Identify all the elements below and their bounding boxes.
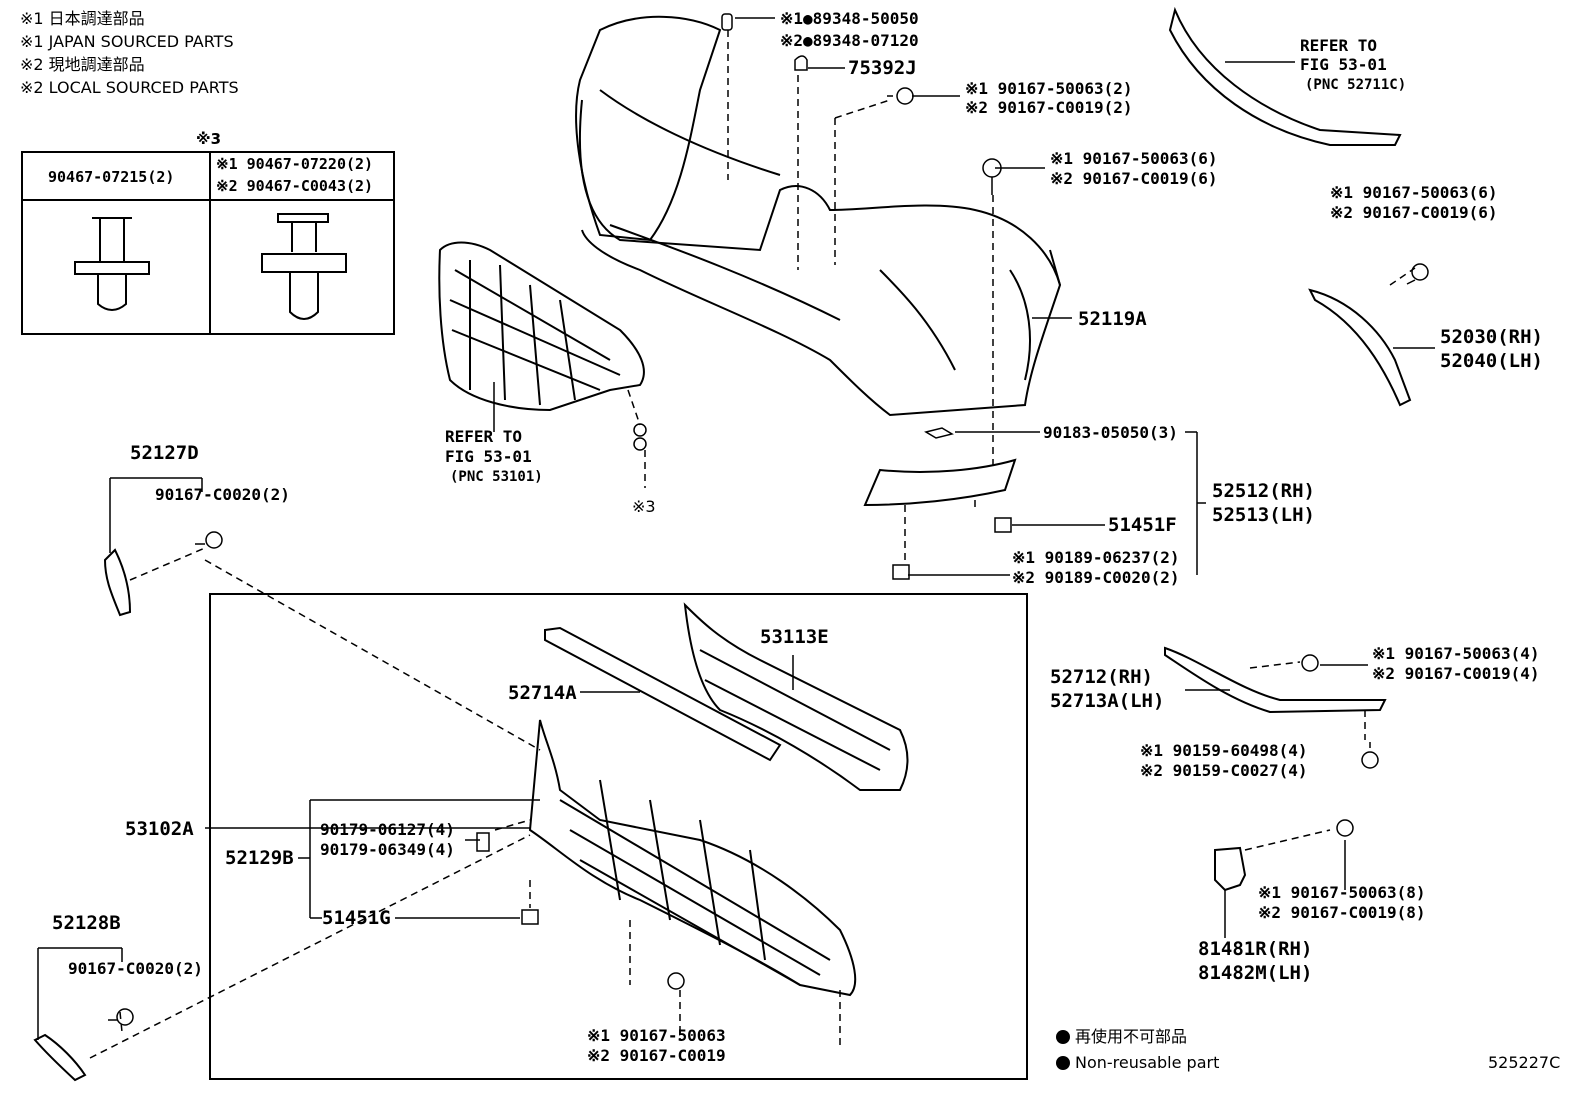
sensor-bracket-81481r (1214, 846, 1247, 892)
label-53102a: 53102A (125, 818, 194, 840)
bullet-icon (1056, 1056, 1070, 1070)
assembly-lines (89, 30, 1416, 1059)
garnish-52712 (1164, 646, 1387, 714)
note-local-jp: ※2 現地調達部品 (20, 55, 145, 74)
label-90189-1: ※1 90189-06237(2) (1012, 548, 1180, 567)
table-col2-line2: ※2 90467-C0043(2) (216, 177, 374, 195)
label-81482m: 81482M(LH) (1198, 962, 1313, 984)
fasteners (108, 13, 1429, 1026)
label-53113e: 53113E (760, 626, 829, 648)
label-52712: 52712(RH) (1050, 666, 1153, 688)
label-90179-2: 90179-06349(4) (320, 840, 455, 859)
legend-nonreusable-jp: 再使用不可部品 (1075, 1027, 1188, 1046)
lower-grille-53102a (528, 719, 857, 997)
label-52040: 52040(LH) (1440, 350, 1543, 372)
molding-52714a (544, 626, 782, 762)
legend-nonreusable-en: Non-reusable part (1075, 1053, 1220, 1072)
label-90179-1: 90179-06127(4) (320, 820, 455, 839)
note-japan-jp: ※1 日本調達部品 (20, 9, 145, 28)
label-bolt-garnish-1: ※1 90167-50063(4) (1372, 644, 1540, 663)
label-81481r: 81481R(RH) (1198, 938, 1313, 960)
clip-table (21, 151, 395, 335)
label-52127d: 52127D (130, 442, 199, 464)
label-52128b: 52128B (52, 912, 121, 934)
label-90167-c0020-a: 90167-C0020(2) (155, 485, 290, 504)
label-refer-grille-3: (PNC 53101) (450, 469, 543, 485)
table-col1: 90467-07215(2) (48, 168, 175, 186)
assembly-box (209, 593, 1028, 1080)
label-52714a: 52714A (508, 682, 577, 704)
label-refer-top-3: (PNC 52711C) (1305, 77, 1407, 93)
cover-52127d (103, 548, 132, 617)
label-89348-1: ※1●89348-50050 (780, 9, 919, 28)
leader-lines (37, 17, 1435, 1040)
cover-52128b (33, 1033, 87, 1082)
label-bolt-bottom-2: ※2 90167-C0019 (587, 1046, 726, 1065)
label-52129b: 52129B (225, 847, 294, 869)
label-bolt-top-2: ※2 90167-C0019(2) (965, 98, 1133, 117)
diagram-id: 525227C (1488, 1053, 1561, 1072)
label-bolt-garnish-2: ※2 90167-C0019(4) (1372, 664, 1540, 683)
label-bolt-sensor-1: ※1 90167-50063(8) (1258, 883, 1426, 902)
upper-grille (438, 241, 645, 412)
label-52119a: 52119A (1078, 308, 1147, 330)
label-75392j: 75392J (848, 57, 917, 79)
label-90159-2: ※2 90159-C0027(4) (1140, 761, 1308, 780)
upper-molding (1168, 6, 1402, 146)
bullet-icon (1056, 1030, 1070, 1044)
label-51451g: 51451G (322, 907, 391, 929)
note-local-en: ※2 LOCAL SOURCED PARTS (20, 78, 239, 97)
label-refer-top-1: REFER TO (1300, 36, 1378, 55)
note-japan-en: ※1 JAPAN SOURCED PARTS (20, 32, 234, 51)
fog-cover-52512 (863, 458, 1017, 507)
label-bolt-mid-2: ※2 90167-C0019(6) (1050, 169, 1218, 188)
label-52030: 52030(RH) (1440, 326, 1543, 348)
label-90167-c0020-b: 90167-C0020(2) (68, 959, 203, 978)
label-bolt-mid-1: ※1 90167-50063(6) (1050, 149, 1218, 168)
label-bolt-right-1: ※1 90167-50063(6) (1330, 183, 1498, 202)
label-90159-1: ※1 90159-60498(4) (1140, 741, 1308, 760)
label-bolt-bottom-1: ※1 90167-50063 (587, 1026, 726, 1045)
label-bolt-top-1: ※1 90167-50063(2) (965, 79, 1133, 98)
table-col2-line1: ※1 90467-07220(2) (216, 155, 374, 173)
label-bolt-sensor-2: ※2 90167-C0019(8) (1258, 903, 1426, 922)
label-refer-grille-1: REFER TO (445, 427, 523, 446)
label-refer-top-2: FIG 53-01 (1300, 55, 1387, 74)
label-mark3: ※3 (632, 497, 656, 516)
table-marker: ※3 (196, 130, 222, 148)
label-90189-2: ※2 90189-C0020(2) (1012, 568, 1180, 587)
label-52713a: 52713A(LH) (1050, 690, 1165, 712)
label-52513: 52513(LH) (1212, 504, 1315, 526)
label-51451f: 51451F (1108, 514, 1177, 536)
label-52512: 52512(RH) (1212, 480, 1315, 502)
label-89348-2: ※2●89348-07120 (780, 31, 919, 50)
bumper-cover-52119a (575, 15, 1062, 417)
label-90183: 90183-05050(3) (1043, 423, 1178, 442)
side-garnish-52030 (1308, 288, 1412, 407)
grille-insert-53113e (683, 602, 909, 791)
label-bolt-right-2: ※2 90167-C0019(6) (1330, 203, 1498, 222)
label-refer-grille-2: FIG 53-01 (445, 447, 532, 466)
